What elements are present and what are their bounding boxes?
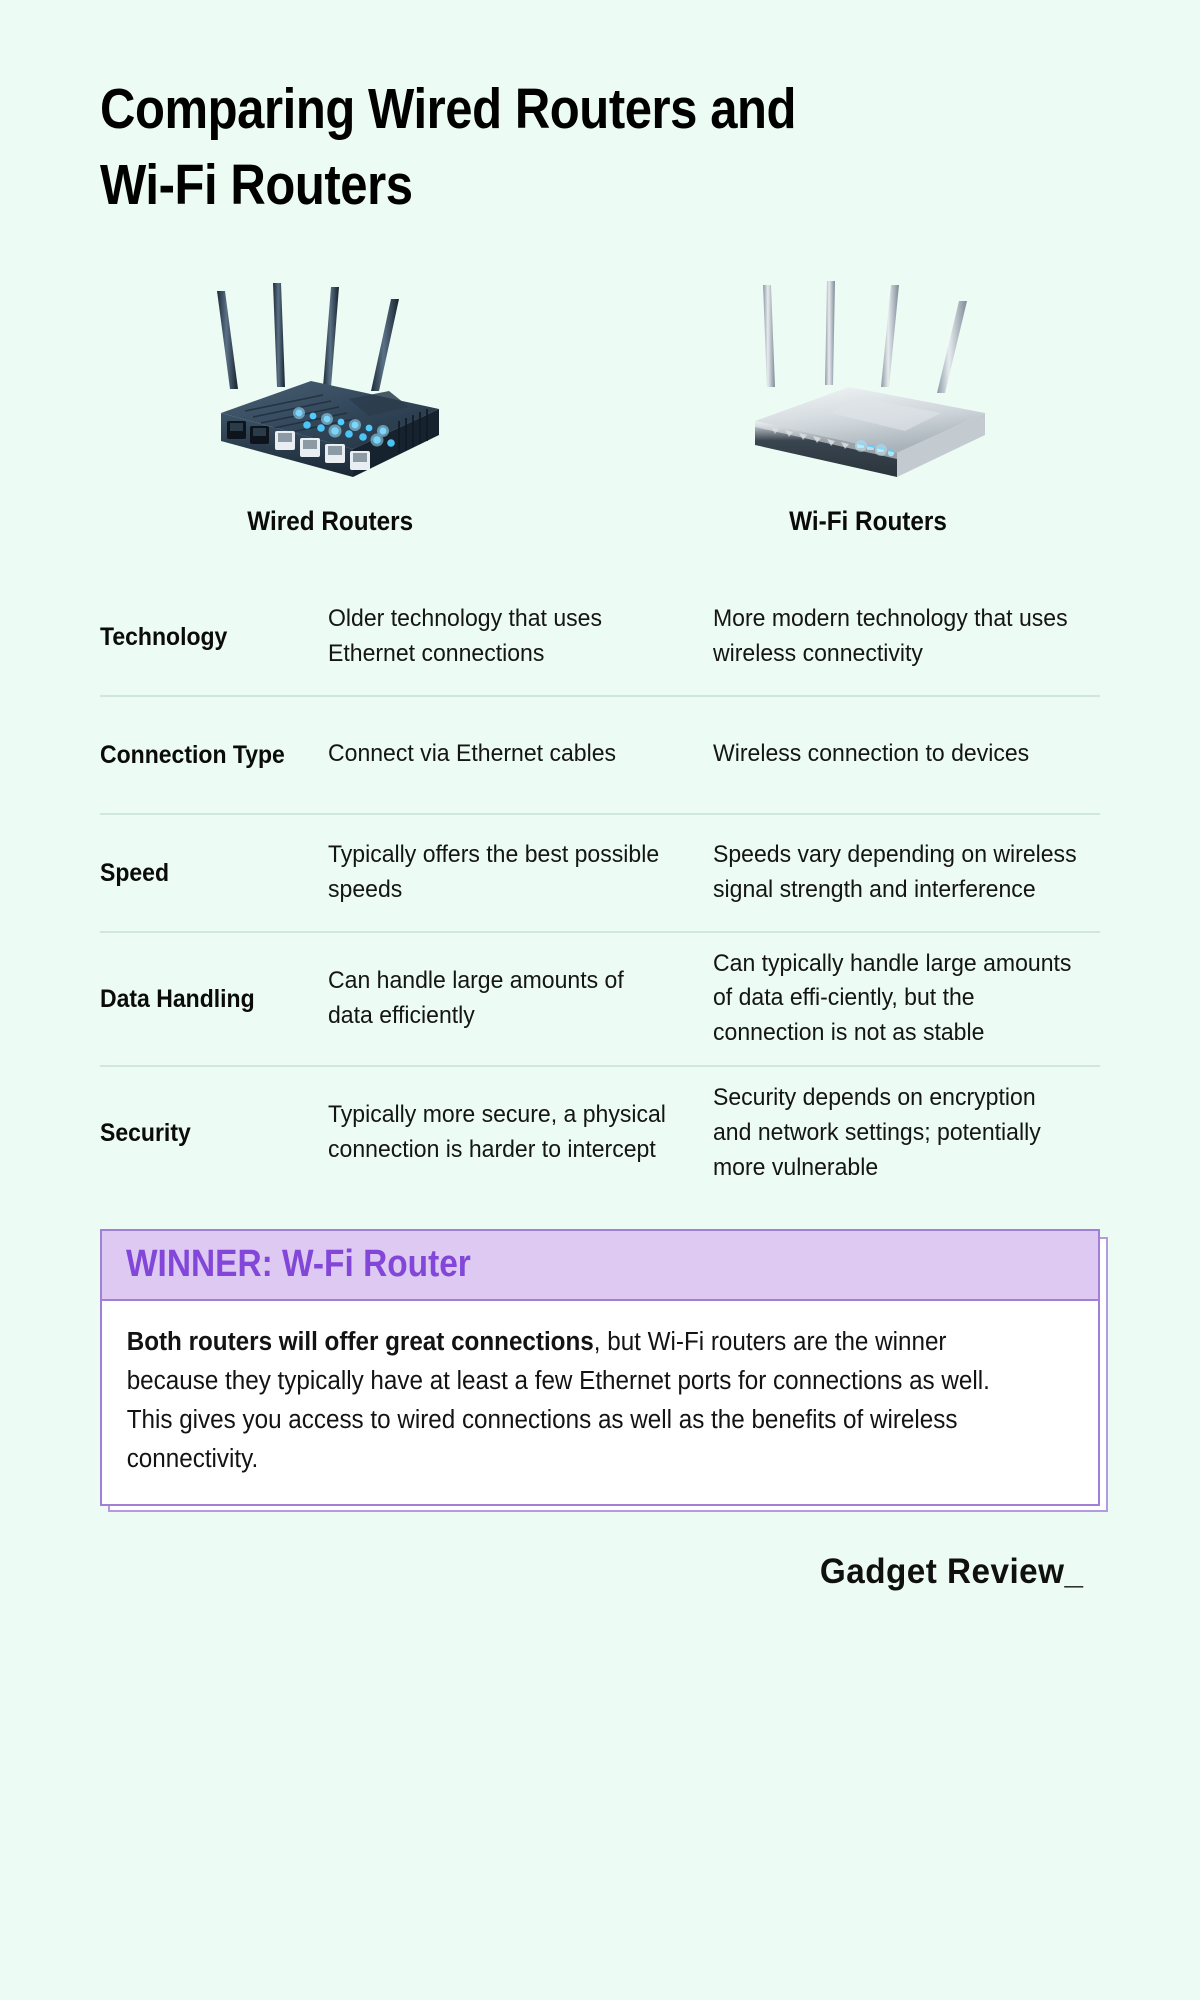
row-value-wifi: Speeds vary depending on wireless signal… xyxy=(713,840,1077,903)
winner-banner: WINNER: W-Fi Router xyxy=(102,1231,1098,1302)
winner-body-rest: , but Wi-Fi routers are the winner becau… xyxy=(126,1328,990,1473)
row-label: Connection Type xyxy=(100,740,285,769)
winner-body: Both routers will offer great connection… xyxy=(102,1301,1048,1504)
wifi-router-image xyxy=(600,246,1100,496)
row-value-wired: Typically more secure, a physical connec… xyxy=(328,1101,666,1164)
row-value-wired: Can handle large amounts of data efficie… xyxy=(328,966,624,1029)
row-value-wifi: Can typically handle large amounts of da… xyxy=(713,949,1072,1047)
page-title: Comparing Wired Routers and Wi-Fi Router… xyxy=(100,77,797,217)
footer: Gadget Review_ xyxy=(100,1552,1100,1592)
column-header-wired: Wired Routers xyxy=(247,505,414,536)
table-row: Security Typically more secure, a physic… xyxy=(100,1067,1100,1199)
row-value-wifi: Security depends on encryption and netwo… xyxy=(713,1083,1041,1181)
table-row: Technology Older technology that uses Et… xyxy=(100,579,1100,697)
winner-box: WINNER: W-Fi Router Both routers will of… xyxy=(100,1229,1100,1507)
column-header-wifi: Wi-Fi Routers xyxy=(789,505,947,536)
row-value-wired: Connect via Ethernet cables xyxy=(328,740,617,768)
row-value-wired: Typically offers the best possible speed… xyxy=(328,840,660,903)
table-row: Connection Type Connect via Ethernet cab… xyxy=(100,697,1100,815)
row-label: Technology xyxy=(100,622,228,651)
row-value-wifi: More modern technology that uses wireles… xyxy=(713,604,1068,667)
comparison-table: Technology Older technology that uses Et… xyxy=(100,579,1100,1200)
row-label: Speed xyxy=(100,858,170,887)
router-images-row xyxy=(100,246,1100,496)
winner-callout: WINNER: W-Fi Router Both routers will of… xyxy=(100,1229,1108,1513)
row-label: Security xyxy=(100,1119,191,1148)
winner-body-bold: Both routers will offer great connection… xyxy=(126,1328,594,1357)
brand-logo: Gadget Review_ xyxy=(819,1552,1084,1592)
table-row: Speed Typically offers the best possible… xyxy=(100,815,1100,933)
wired-router-image xyxy=(100,246,600,496)
table-row: Data Handling Can handle large amounts o… xyxy=(100,933,1100,1067)
column-headers: Wired Routers Wi-Fi Routers xyxy=(100,506,1100,537)
row-value-wired: Older technology that uses Ethernet conn… xyxy=(328,604,602,667)
row-label: Data Handling xyxy=(100,984,255,1013)
row-value-wifi: Wireless connection to devices xyxy=(713,740,1030,768)
winner-title: WINNER: W-Fi Router xyxy=(126,1243,471,1286)
